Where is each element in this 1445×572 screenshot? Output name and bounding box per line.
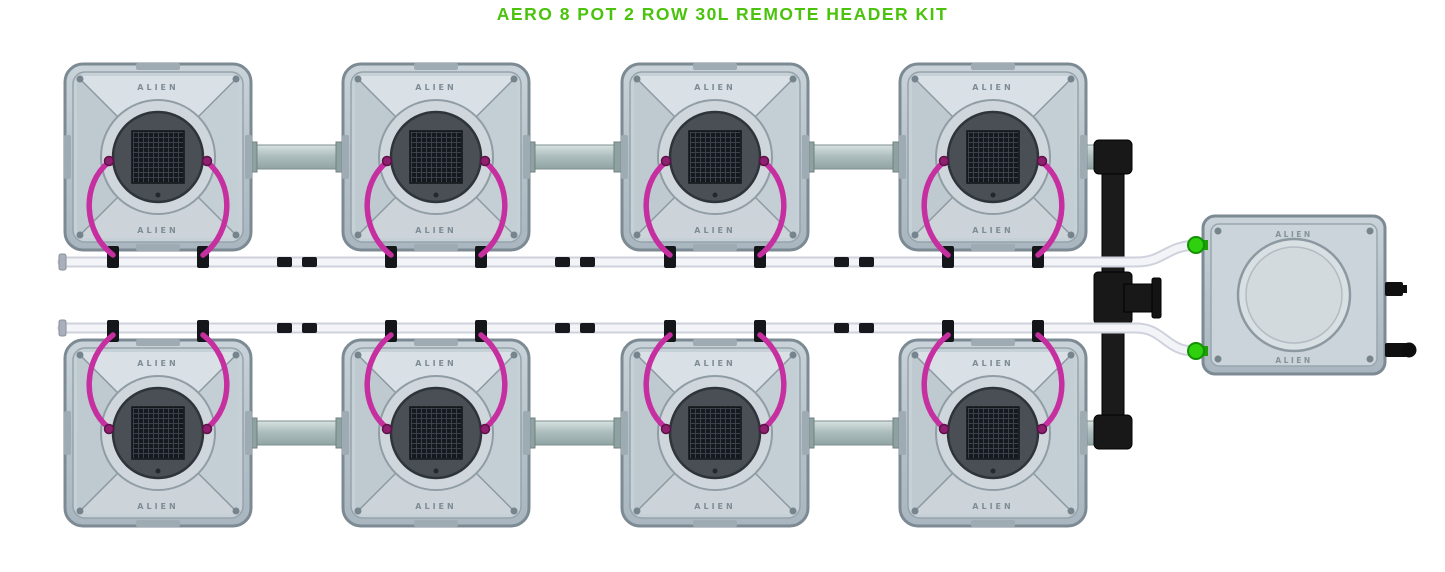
- header-tank: ALIEN ALIEN: [1198, 214, 1387, 376]
- tube-union: [859, 257, 874, 267]
- tube-union: [277, 323, 292, 333]
- outlet-spout: [1385, 282, 1403, 296]
- interconnect-pipe: [526, 144, 625, 170]
- inlet-valve: [1187, 236, 1205, 254]
- manifold-row1: [57, 239, 1202, 271]
- inlet-valve: [1187, 342, 1205, 360]
- page-title: AERO 8 POT 2 ROW 30L REMOTE HEADER KIT: [496, 4, 949, 24]
- interconnect-pipe: [526, 420, 625, 446]
- corner-screw: [1214, 227, 1222, 235]
- return-pipe-assembly: [1093, 139, 1162, 450]
- tube-union: [580, 323, 595, 333]
- interconnect-pipe: [248, 420, 346, 446]
- corner-screw: [1366, 355, 1374, 363]
- outlet-tap-knob: [1401, 342, 1417, 358]
- tube-end-cap: [58, 319, 67, 337]
- tube-union: [834, 323, 849, 333]
- outlet-tap: [1385, 343, 1407, 357]
- inlet-valves: [1187, 236, 1208, 360]
- corner-screw: [1366, 227, 1374, 235]
- tube-union: [580, 257, 595, 267]
- interconnect-pipe: [805, 420, 903, 446]
- manifold-tube: [59, 324, 1200, 355]
- interconnect-pipe: [805, 144, 903, 170]
- corner-elbow-bottom: [1093, 414, 1133, 450]
- tee-branch-cap: [1151, 277, 1162, 319]
- manifold-tube: [59, 241, 1200, 266]
- tube-union: [302, 257, 317, 267]
- header-lid-circle-inner: [1245, 246, 1343, 344]
- corner-screw: [1214, 355, 1222, 363]
- tee-branch: [1123, 283, 1155, 313]
- header-brand-text: ALIEN: [1275, 356, 1312, 365]
- tube-union: [555, 257, 570, 267]
- outlet-spout-tip: [1402, 285, 1407, 293]
- pipe-collar: [613, 417, 622, 449]
- header-fittings: [1385, 282, 1417, 358]
- interconnect-pipe: [248, 144, 346, 170]
- pipe-collar: [613, 141, 622, 173]
- header-brand-text: ALIEN: [1275, 230, 1312, 239]
- corner-elbow-top: [1093, 139, 1133, 175]
- tube-union: [277, 257, 292, 267]
- tube-union: [302, 323, 317, 333]
- tube-union: [859, 323, 874, 333]
- tube-union: [834, 257, 849, 267]
- tube-end-cap: [58, 253, 67, 271]
- tube-union: [555, 323, 570, 333]
